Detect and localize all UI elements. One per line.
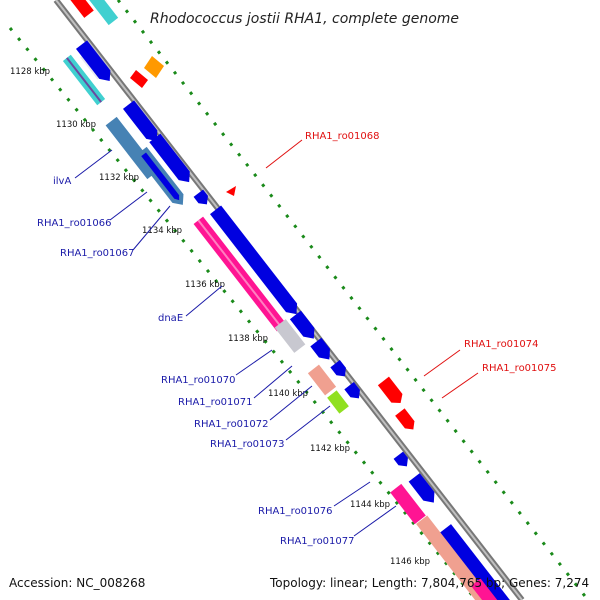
gene-top-cyan[interactable] [87, 0, 119, 26]
gene-1139b-blue[interactable] [310, 337, 335, 364]
left-gene-labels: ilvA RHA1_ro01066 RHA1_ro01067 dnaE RHA1… [37, 149, 397, 547]
label-ro01066[interactable]: RHA1_ro01066 [37, 218, 112, 229]
leader-ro01066 [109, 191, 148, 221]
label-ro01073[interactable]: RHA1_ro01073 [210, 439, 285, 450]
leader-ro01075 [441, 372, 479, 399]
accession-text: Accession: NC_008268 [9, 576, 145, 590]
gene-ro01075[interactable] [395, 408, 418, 433]
label-dnaE[interactable]: dnaE [158, 313, 183, 324]
tick-labels: 1128 kbp 1130 kbp 1132 kbp 1134 kbp 1136… [10, 67, 430, 567]
label-ro01076[interactable]: RHA1_ro01076 [258, 506, 333, 517]
genome-title: Rhodococcus jostii RHA1, complete genome [150, 11, 459, 27]
label-ro01070[interactable]: RHA1_ro01070 [161, 375, 236, 386]
tick-label-1144: 1144 kbp [350, 500, 390, 510]
gene-top-red[interactable] [62, 0, 94, 18]
tick-label-1142: 1142 kbp [310, 444, 350, 454]
gene-1133-blue[interactable] [193, 189, 212, 208]
leader-ro01074 [423, 349, 461, 377]
gene-ro01070[interactable] [274, 319, 306, 353]
gene-1139-blue[interactable] [289, 310, 319, 343]
gene-ro01076[interactable] [390, 483, 426, 525]
right-gene-labels: RHA1_ro01068 RHA1_ro01074 RHA1_ro01075 [265, 131, 557, 399]
label-ro01072[interactable]: RHA1_ro01072 [194, 419, 269, 430]
gene-ro01072[interactable] [307, 364, 337, 396]
leader-ro01068 [265, 139, 303, 169]
gene-ro01073[interactable] [327, 390, 349, 414]
tick-label-1130: 1130 kbp [56, 120, 96, 130]
leader-ro01067 [132, 205, 171, 251]
label-ro01075[interactable]: RHA1_ro01075 [482, 363, 557, 374]
label-ro01071[interactable]: RHA1_ro01071 [178, 397, 253, 408]
inner-dotted-guide [8, 27, 478, 600]
label-ro01067[interactable]: RHA1_ro01067 [60, 248, 135, 259]
topology-text: Topology: linear; Length: 7,804,765 bp; … [269, 576, 589, 590]
gene-dnaE[interactable] [193, 216, 287, 332]
leader-ro01076 [333, 481, 371, 507]
leader-ro01071 [253, 365, 293, 399]
outer-dotted-guide [116, 0, 590, 600]
label-ilvA[interactable]: ilvA [53, 176, 71, 187]
tick-label-1128: 1128 kbp [10, 67, 50, 77]
gene-1144-blue[interactable] [408, 473, 440, 507]
tick-label-1132: 1132 kbp [99, 173, 139, 183]
tick-label-1138: 1138 kbp [228, 334, 268, 344]
label-ro01068[interactable]: RHA1_ro01068 [305, 131, 380, 142]
tick-label-1136: 1136 kbp [185, 280, 225, 290]
label-ro01074[interactable]: RHA1_ro01074 [464, 339, 539, 350]
gene-ro01066[interactable] [135, 146, 189, 209]
gene-top-red-small[interactable] [130, 70, 148, 88]
leader-dnaE [185, 285, 223, 317]
tick-label-1134: 1134 kbp [142, 226, 182, 236]
gene-1141-blue[interactable] [330, 360, 349, 380]
leader-ro01077 [353, 505, 397, 537]
gene-1130-blue[interactable] [122, 100, 162, 145]
gene-ro01074[interactable] [377, 376, 406, 408]
gene-ro01068[interactable] [226, 186, 236, 196]
gene-1146-blue[interactable] [439, 524, 517, 600]
label-ro01077[interactable]: RHA1_ro01077 [280, 536, 355, 547]
gene-top-orange[interactable] [144, 56, 164, 78]
leader-ro01070 [235, 349, 273, 376]
gene-1143-blue[interactable] [393, 451, 412, 470]
leader-ro01073 [285, 405, 331, 441]
leader-ilvA [74, 149, 113, 179]
leader-ro01072 [269, 385, 313, 421]
gene-1141b-blue[interactable] [344, 382, 363, 402]
gene-bottom-pink[interactable] [471, 578, 499, 600]
gene-1131-blue[interactable] [149, 133, 194, 187]
gene-1128-cyan[interactable] [62, 54, 106, 106]
gene-1136-blue[interactable] [210, 205, 302, 319]
gene-1128-blue[interactable] [75, 40, 115, 85]
tick-label-1146: 1146 kbp [390, 557, 430, 567]
tick-label-1140: 1140 kbp [268, 389, 308, 399]
